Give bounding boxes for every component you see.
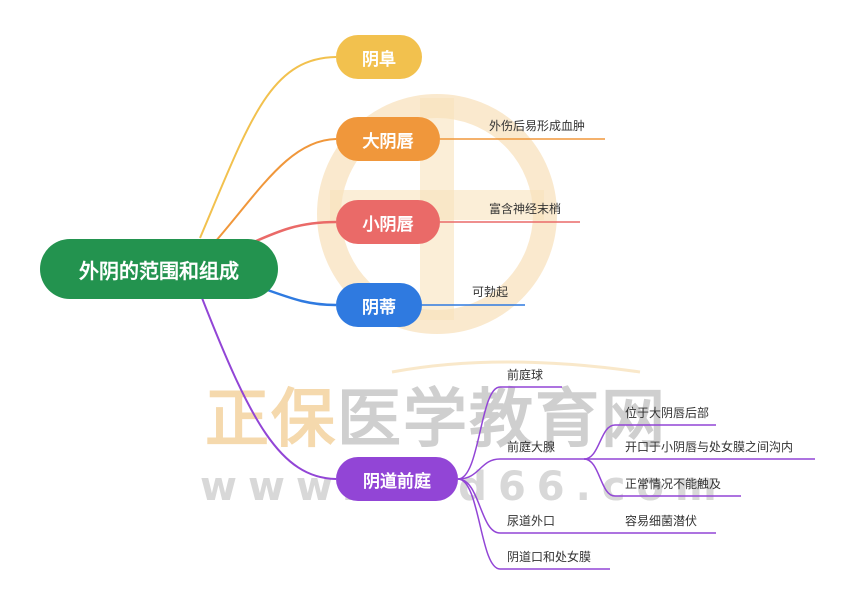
note-labia-majora: 外伤后易形成血肿 [489, 119, 586, 133]
sub-link-urethra [457, 478, 590, 534]
vestibule-child-urethra: 尿道外口 [507, 514, 556, 528]
gland-link-3 [583, 458, 741, 497]
vestibule-child-bulb: 前庭球 [507, 368, 544, 382]
sub-link-bulb [457, 386, 562, 480]
watermark-brand: 正保 [205, 383, 337, 457]
sub-link-gland [457, 458, 584, 480]
urethra-note: 容易细菌潜伏 [625, 514, 698, 528]
branch-mons-pubis[interactable]: 阴阜 [336, 35, 422, 79]
branch-labia-majora[interactable]: 大阴唇 [336, 117, 440, 161]
branch-labia-minora[interactable]: 小阴唇 [336, 200, 440, 244]
gland-link-1 [583, 424, 716, 460]
link-vestibule [201, 297, 337, 480]
root-node[interactable]: 外阴的范围和组成 [40, 239, 278, 299]
link-clitoris [261, 286, 337, 307]
link-labia-majora [214, 138, 337, 243]
gland-note-location: 位于大阴唇后部 [625, 406, 710, 420]
note-clitoris: 可勃起 [472, 285, 509, 299]
gland-note-opening: 开口于小阴唇与处女膜之间沟内 [625, 440, 794, 454]
branch-vestibule[interactable]: 阴道前庭 [336, 457, 458, 501]
vestibule-child-vagina: 阴道口和处女膜 [507, 550, 592, 564]
watermark-url: www.med66.com [200, 464, 728, 510]
gland-note-palpation: 正常情况不能触及 [625, 477, 722, 491]
sub-link-vagina [457, 478, 610, 570]
link-mons [199, 56, 337, 239]
branch-clitoris[interactable]: 阴蒂 [336, 283, 422, 327]
watermark-text: 正保医学教育网 [205, 368, 667, 460]
watermark-site: 医学教育网 [337, 383, 667, 457]
note-labia-minora: 富含神经末梢 [489, 202, 562, 216]
vestibule-child-gland: 前庭大腺 [507, 440, 556, 454]
